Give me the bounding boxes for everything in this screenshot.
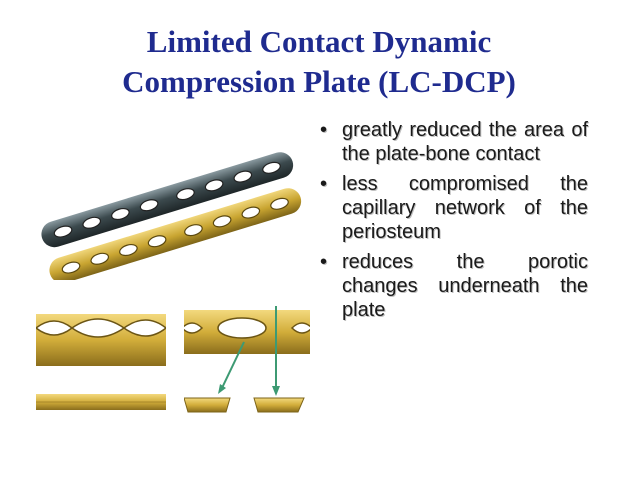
bullet-item: reduces the porotic changes underneath t… — [318, 250, 588, 322]
title-line-1: Limited Contact Dynamic — [146, 24, 492, 59]
bullet-item: greatly reduced the area of the plate-bo… — [318, 118, 588, 166]
slide-title: Limited Contact Dynamic Compression Plat… — [0, 22, 638, 102]
dcp-detail-image — [36, 314, 166, 410]
bullet-list: greatly reduced the area of the plate-bo… — [318, 118, 588, 328]
lc-dcp-plates-image — [41, 152, 302, 280]
title-line-2: Compression Plate (LC-DCP) — [122, 64, 516, 99]
lc-dcp-detail-image — [184, 306, 310, 413]
dark-plate — [41, 152, 294, 248]
bullet-item: less compromised the capillary network o… — [318, 172, 588, 244]
gold-plate — [49, 188, 302, 280]
